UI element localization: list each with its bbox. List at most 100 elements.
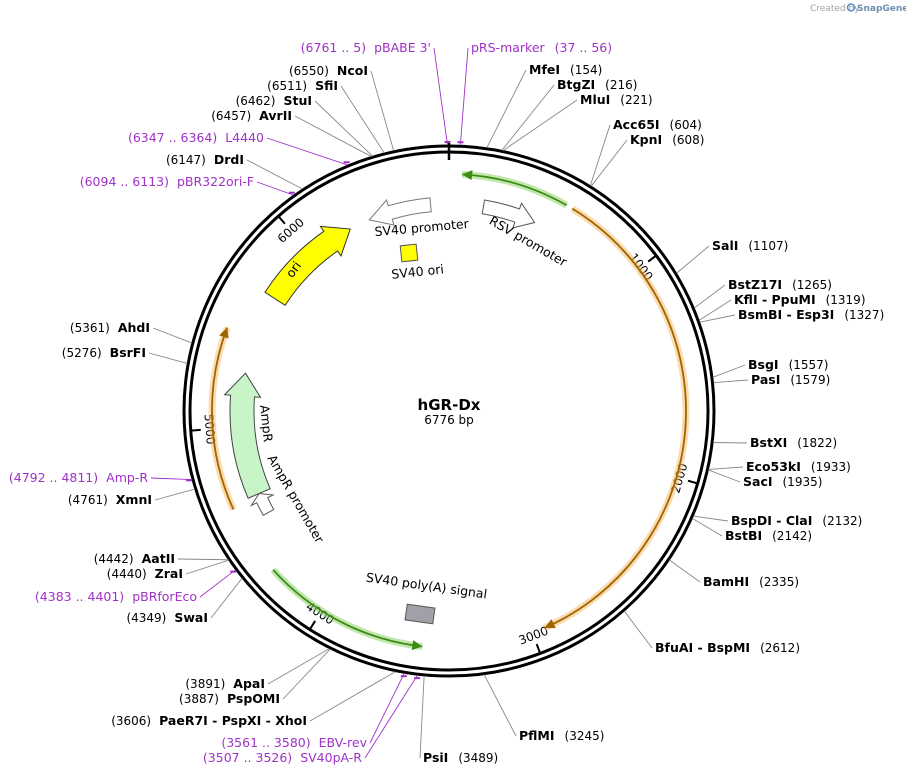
site-name: Amp-R [106,470,148,485]
enzyme-site-pflmi[interactable]: PflMI(3245) [483,674,605,743]
feature-ampr-promoter [249,492,275,517]
feature-rsv-promoter [481,199,536,229]
site-name: Acc65I [613,117,660,132]
site-leader-line [267,648,330,685]
enzyme-site-aatii[interactable]: AatII(4442) [94,551,229,566]
enzyme-site-sfii[interactable]: SfiI(6511) [267,78,385,154]
site-location: (1822) [797,436,837,450]
tick-mark [277,215,286,225]
site-location: (2142) [772,529,812,543]
credit: Created by SnapGene [810,3,906,14]
primer-site-ebv-rev[interactable]: EBV-rev(3561 .. 3580) [221,673,407,750]
enzyme-site-bsmbi-esp3i[interactable]: BsmBI - Esp3I(1327) [699,307,885,323]
primer-site-prs-marker[interactable]: pRS-marker(37 .. 56) [457,40,612,146]
enzyme-site-paer7i-pspxi-xhoi[interactable]: PaeR7I - PspXI - XhoI(3606) [111,671,396,728]
site-name: PasI [751,372,780,387]
site-leader-line [590,139,628,187]
tick-label: 6000 [275,215,307,246]
enzyme-site-bstbi[interactable]: BstBI(2142) [692,517,812,543]
site-name: BsgI [748,357,779,372]
feature-shape [223,372,271,499]
primer-site-l4440[interactable]: L4440(6347 .. 6364) [128,130,350,166]
site-location: (1107) [748,239,788,253]
site-leader-line [369,673,405,744]
tick-mark [308,620,317,630]
orf-arrowhead [411,640,423,651]
site-location: (4349) [126,611,166,625]
enzyme-site-kpni[interactable]: KpnI(608) [590,132,704,187]
site-name: BspDI - ClaI [731,513,812,528]
site-leader-line [698,299,732,321]
enzyme-site-saci[interactable]: SacI(1935) [708,469,822,489]
site-name: SwaI [174,610,208,625]
orf-line [272,569,423,648]
site-name: pRS-marker [471,40,546,55]
site-name: StuI [283,93,312,108]
site-leader-line [708,469,741,483]
primer-site-pbabe-3[interactable]: pBABE 3'(6761 .. 5) [301,40,451,146]
site-leader-line [246,159,303,190]
primer-site-pbr322ori-f[interactable]: pBR322ori-F(6094 .. 6113) [80,174,295,196]
enzyme-site-bspdi-clai[interactable]: BspDI - ClaI(2132) [693,513,862,528]
site-location: (5276) [62,346,102,360]
site-name: pBR322ori-F [177,174,254,189]
site-name: NcoI [337,63,368,78]
site-name: BfuAI - BspMI [655,640,750,655]
enzyme-site-xmni[interactable]: XmnI(4761) [68,488,195,507]
site-location: (1319) [826,293,866,307]
site-leader-line [669,559,701,583]
site-name: KflI - PpuMI [734,292,816,307]
primer-site-pbrforeco[interactable]: pBRforEco(4383 .. 4401) [35,569,237,604]
site-name: ZraI [155,566,183,581]
site-location: (3507 .. 3526) [203,750,292,765]
enzyme-site-bamhi[interactable]: BamHI(2335) [669,559,799,589]
orf-line [211,327,235,510]
feature-ori [264,225,351,306]
enzyme-site-kfli-ppumi[interactable]: KflI - PpuMI (1319) [698,292,866,321]
enzyme-site-ncoi[interactable]: NcoI(6550) [289,63,395,151]
enzyme-site-mlui[interactable]: MluI(221) [502,92,653,151]
enzyme-site-drdi[interactable]: DrdI(6147) [166,152,303,190]
enzyme-site-mfei[interactable]: MfeI(154) [486,62,602,148]
site-leader-line [486,69,527,148]
site-location: (3245) [565,729,605,743]
enzyme-site-bsgi[interactable]: BsgI(1557) [712,357,829,378]
enzyme-site-bsrfi[interactable]: BsrFI(5276) [62,345,188,364]
feature-sv40-polya-box [404,603,436,625]
snapgene-logo-icon [846,3,856,12]
enzyme-site-stui[interactable]: StuI(6462) [236,93,373,157]
feature-label-ampr-promoter: AmpR promoter [265,452,328,546]
enzyme-site-zrai[interactable]: ZraI(4440) [107,559,229,581]
site-leader-line [713,442,748,444]
enzyme-site-sali[interactable]: SalI(1107) [676,238,789,274]
site-location: (2335) [759,575,799,589]
enzyme-site-avrii[interactable]: AvrII(6457) [211,108,372,157]
enzyme-site-bstxi[interactable]: BstXI(1822) [713,435,837,450]
feature-shape [481,199,536,229]
site-leader-line [266,137,348,166]
enzyme-site-apai[interactable]: ApaI(3891) [185,648,330,691]
enzyme-site-pspomi[interactable]: PspOMI(3887) [179,648,331,706]
site-name: AvrII [259,108,292,123]
enzyme-site-acc65i[interactable]: Acc65I(604) [589,117,702,186]
site-leader-line [340,85,385,154]
enzyme-site-swai[interactable]: SwaI (4349) [126,577,243,625]
enzyme-site-psii[interactable]: PsiI(3489) [419,675,498,765]
site-name: SV40pA-R [300,750,362,765]
site-location: (1327) [844,308,884,322]
enzyme-site-bfuai-bspmi[interactable]: BfuAI - BspMI(2612) [623,610,800,655]
site-location: (4383 .. 4401) [35,589,124,604]
enzyme-site-pasi[interactable]: PasI(1579) [713,372,830,387]
enzyme-site-bstz17i[interactable]: BstZ17I(1265) [693,277,832,309]
primer-site-sv40pa-r[interactable]: SV40pA-R (3507 .. 3526) [203,674,421,765]
site-name: DrdI [214,152,244,167]
primer-site-amp-r[interactable]: Amp-R(4792 .. 4811) [9,470,193,485]
site-leader-line [309,671,396,722]
enzyme-site-ahdi[interactable]: AhdI(5361) [70,320,193,344]
site-name: PsiI [423,750,448,765]
site-location: (5361) [70,321,110,335]
enzyme-site-eco53ki[interactable]: Eco53kI(1933) [708,459,851,474]
enzyme-site-btgzi[interactable]: BtgZI(216) [501,77,638,151]
tick-mark [535,643,542,654]
